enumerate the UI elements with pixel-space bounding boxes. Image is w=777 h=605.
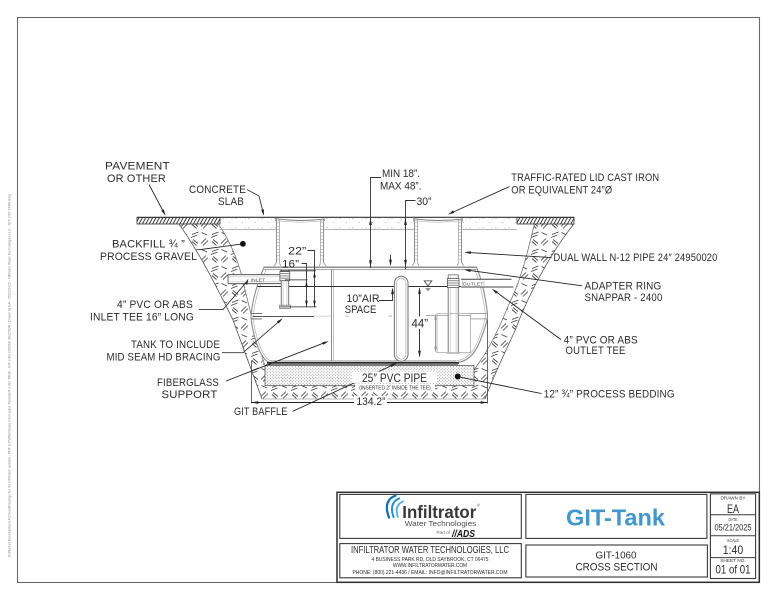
svg-text:SPACE: SPACE	[345, 304, 377, 316]
svg-text:4 BUSINESS PARK RD, OLD SAYBRO: 4 BUSINESS PARK RD, OLD SAYBROOK, CT 064…	[372, 557, 489, 563]
svg-text:Part of: Part of	[436, 530, 450, 535]
svg-text:DATE: DATE	[729, 517, 738, 522]
svg-text:PROCESS GRAVEL: PROCESS GRAVEL	[100, 251, 197, 263]
svg-text:G:\Market Development Archive\: G:\Market Development Archive\Drawings f…	[8, 194, 12, 557]
svg-text:12” ¾” PROCESS BEDDING: 12” ¾” PROCESS BEDDING	[544, 388, 675, 400]
svg-text:SLAB: SLAB	[218, 196, 244, 208]
svg-text:25″ PVC PIPE: 25″ PVC PIPE	[362, 373, 427, 385]
svg-text:DUAL WALL N-12 PIPE 24″ 249500: DUAL WALL N-12 PIPE 24″ 24950020	[554, 252, 718, 264]
svg-text:ADAPTER RING: ADAPTER RING	[585, 281, 662, 293]
svg-text:30”: 30”	[417, 196, 432, 208]
svg-text:OR OTHER: OR OTHER	[107, 173, 166, 185]
svg-text:PHONE: (800) 221-4436 / EMAIL:: PHONE: (800) 221-4436 / EMAIL: INFO@INFI…	[353, 570, 508, 576]
svg-text:TRAFFIC-RATED LID CAST IRON: TRAFFIC-RATED LID CAST IRON	[511, 172, 659, 184]
svg-text:10”AIR: 10”AIR	[347, 293, 380, 305]
svg-text:Water Technologies: Water Technologies	[405, 521, 477, 528]
svg-text:SCALE: SCALE	[727, 538, 739, 543]
svg-text:OUTLET TEE: OUTLET TEE	[566, 345, 626, 357]
svg-text:MIN 18”.: MIN 18”.	[382, 168, 420, 180]
svg-text:CROSS SECTION: CROSS SECTION	[576, 561, 658, 573]
svg-text:FIBERGLASS: FIBERGLASS	[157, 377, 219, 389]
svg-text:TANK TO INCLUDE: TANK TO INCLUDE	[131, 339, 220, 351]
svg-text:05/21/2025: 05/21/2025	[715, 523, 752, 534]
svg-text:CONCRETE: CONCRETE	[189, 184, 246, 196]
svg-text:WWW.INFILTRATORWATER.COM: WWW.INFILTRATORWATER.COM	[393, 563, 467, 569]
svg-text:16”: 16”	[282, 258, 299, 270]
svg-text:MID SEAM HD BRACING: MID SEAM HD BRACING	[107, 351, 221, 363]
svg-text:GIT-1060: GIT-1060	[596, 550, 638, 561]
svg-text:DRAWN BY: DRAWN BY	[721, 495, 746, 500]
svg-text:Infiltrator: Infiltrator	[402, 502, 476, 522]
svg-text:®: ®	[477, 503, 480, 508]
svg-text://ADS: //ADS	[451, 529, 475, 540]
svg-text:INFILTRATOR WATER TECHNOLOGIES: INFILTRATOR WATER TECHNOLOGIES, LLC	[351, 545, 509, 556]
svg-text:BACKFILL ¾ ”: BACKFILL ¾ ”	[112, 239, 185, 251]
svg-text:SHEET NO.: SHEET NO.	[720, 558, 746, 563]
svg-text:EA: EA	[727, 502, 739, 516]
svg-text:22”: 22”	[288, 245, 306, 257]
svg-text:SUPPORT: SUPPORT	[162, 389, 218, 401]
svg-text:134.2”: 134.2”	[357, 396, 386, 408]
svg-text:SNAPPAR - 2400: SNAPPAR - 2400	[585, 292, 663, 304]
svg-text:PAVEMENT: PAVEMENT	[105, 161, 170, 173]
svg-text:4” PVC OR ABS: 4” PVC OR ABS	[564, 335, 638, 347]
svg-text:(INSERTED 2″ INSIDE THE TEE): (INSERTED 2″ INSIDE THE TEE)	[359, 386, 431, 392]
svg-text:OUTLET: OUTLET	[463, 282, 484, 288]
svg-text:INLET: INLET	[250, 277, 265, 283]
svg-text:1:40: 1:40	[723, 543, 744, 557]
svg-text:OR EQUIVALENT 24”Ø: OR EQUIVALENT 24”Ø	[511, 184, 612, 196]
svg-text:4” PVC OR ABS: 4” PVC OR ABS	[117, 299, 193, 311]
svg-text:MAX 48”.: MAX 48”.	[380, 180, 422, 192]
svg-text:INLET TEE 16” LONG: INLET TEE 16” LONG	[90, 311, 194, 323]
svg-text:44”: 44”	[412, 318, 429, 330]
svg-text:GIT BAFFLE: GIT BAFFLE	[234, 406, 288, 418]
svg-text:01 of 01: 01 of 01	[716, 563, 751, 576]
svg-text:GIT-Tank: GIT-Tank	[566, 505, 665, 531]
